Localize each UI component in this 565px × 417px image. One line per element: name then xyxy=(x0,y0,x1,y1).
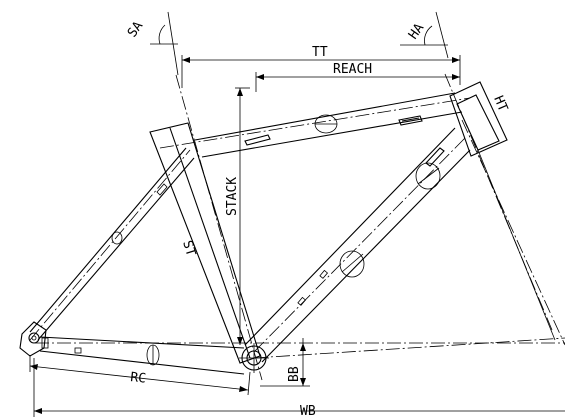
st-label: ST xyxy=(179,239,198,259)
ha-label: HA xyxy=(406,21,427,43)
bottom-bracket xyxy=(239,337,565,373)
seat-tube xyxy=(149,74,263,381)
tt-dimension: TT xyxy=(181,45,461,88)
head-tube xyxy=(444,73,553,331)
sa-label: SA xyxy=(125,19,146,41)
rear-dropout xyxy=(19,321,49,357)
reach-dimension: REACH xyxy=(255,62,460,92)
tt-label: TT xyxy=(312,45,328,60)
down-tube xyxy=(244,127,471,363)
rc-dimension: RC xyxy=(29,355,251,396)
sa-angle-marker: SA xyxy=(125,11,179,76)
bb-dimension: BB xyxy=(260,338,310,387)
ht-label: HT xyxy=(490,94,510,114)
ha-angle-marker: HA xyxy=(400,11,449,59)
stack-label: STACK xyxy=(225,177,240,216)
stack-dimension: STACK xyxy=(225,87,250,345)
chain-stay xyxy=(35,336,565,375)
wb-label: WB xyxy=(300,404,316,417)
fork-line xyxy=(461,119,565,346)
rc-label: RC xyxy=(130,370,147,387)
reach-label: REACH xyxy=(333,62,372,77)
wb-dimension: WB xyxy=(33,358,565,417)
seat-stay xyxy=(29,147,195,341)
bb-label: BB xyxy=(287,366,302,382)
top-tube xyxy=(159,92,471,158)
